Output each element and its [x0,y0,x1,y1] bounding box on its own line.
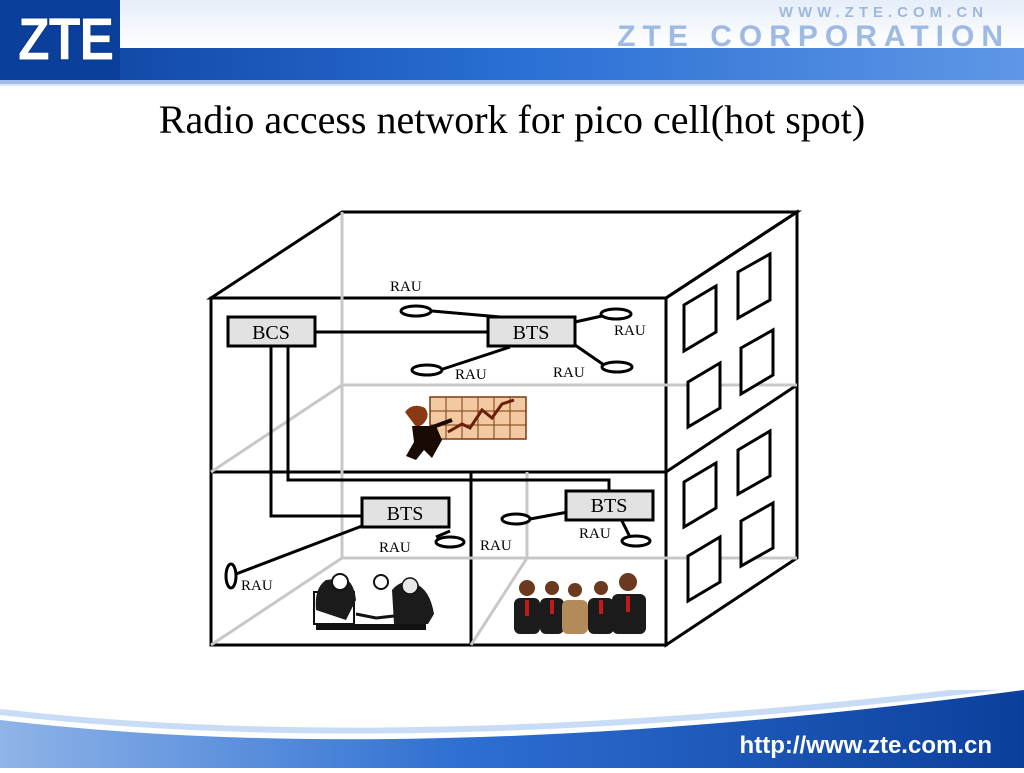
building-windows [682,251,775,604]
bts-top-rau-3-link [442,345,511,371]
rau-antenna [410,363,444,377]
bts-br-rau-right-link [619,518,632,538]
bts-top-node: BTS [486,315,577,348]
rau-label: RAU [455,367,487,383]
window [736,428,772,497]
bts-top-label: BTS [513,322,550,344]
rau-antennas [224,304,652,590]
rau-antenna [600,360,634,374]
rau-label: RAU [579,526,611,542]
rau-label: RAU [614,323,646,339]
bts-bl-to-rau-corner-link [235,524,363,576]
rau-labels: RAU RAU RAU RAU RAU RAU RAU RAU [241,279,646,594]
rau-antenna [224,562,238,590]
bcs-label: BCS [252,322,290,344]
header-banner: ZTE WWW.ZTE.COM.CN ZTE CORPORATION [0,0,1024,86]
rau-label: RAU [480,538,512,554]
rau-label: RAU [390,279,422,295]
window [739,500,775,569]
bts-br-rau-left-link [529,510,569,521]
window [739,327,775,397]
footer-banner [0,681,1024,768]
floor-divider-right [665,383,798,474]
bts-bl-rau-link [435,529,451,539]
bcs-to-bts-bottom-left-link [269,346,362,518]
window [736,251,772,321]
header-website-text: WWW.ZTE.COM.CN [778,4,988,21]
bts-bottom-left-label: BTS [387,503,424,525]
footer-website-link[interactable]: http://www.zte.com.cn [739,732,992,759]
header-corporation-text: ZTE CORPORATION [617,20,1010,53]
bcs-to-bts-bottom-right-link [286,346,611,491]
rau-label: RAU [241,578,273,594]
rau-antenna [620,534,652,548]
office-meeting-clipart [313,573,434,630]
slide-title: Radio access network for pico cell(hot s… [158,97,866,142]
presenter-chart-clipart [405,396,527,460]
zte-logo: ZTE [18,6,114,74]
window [682,460,718,530]
window [686,534,722,604]
rau-antenna [500,512,532,526]
window [682,283,718,354]
rau-label: RAU [553,365,585,381]
business-group-clipart [514,573,646,634]
rau-antenna [599,307,633,321]
header-background [0,0,1024,86]
footer-background [0,681,1024,768]
window [686,360,722,430]
bts-bottom-left-node: BTS [360,496,451,529]
bcs-node: BCS [226,315,317,348]
bts-bottom-right-node: BTS [564,489,655,522]
connection-lines [235,309,632,576]
building-top-face [205,210,803,300]
bts-top-rau-2-link [574,314,603,324]
rau-antenna [434,535,466,549]
bts-bottom-right-label: BTS [591,495,628,517]
bts-top-rau-4-link [574,343,605,367]
rau-antenna [399,304,433,318]
rau-label: RAU [379,540,411,556]
